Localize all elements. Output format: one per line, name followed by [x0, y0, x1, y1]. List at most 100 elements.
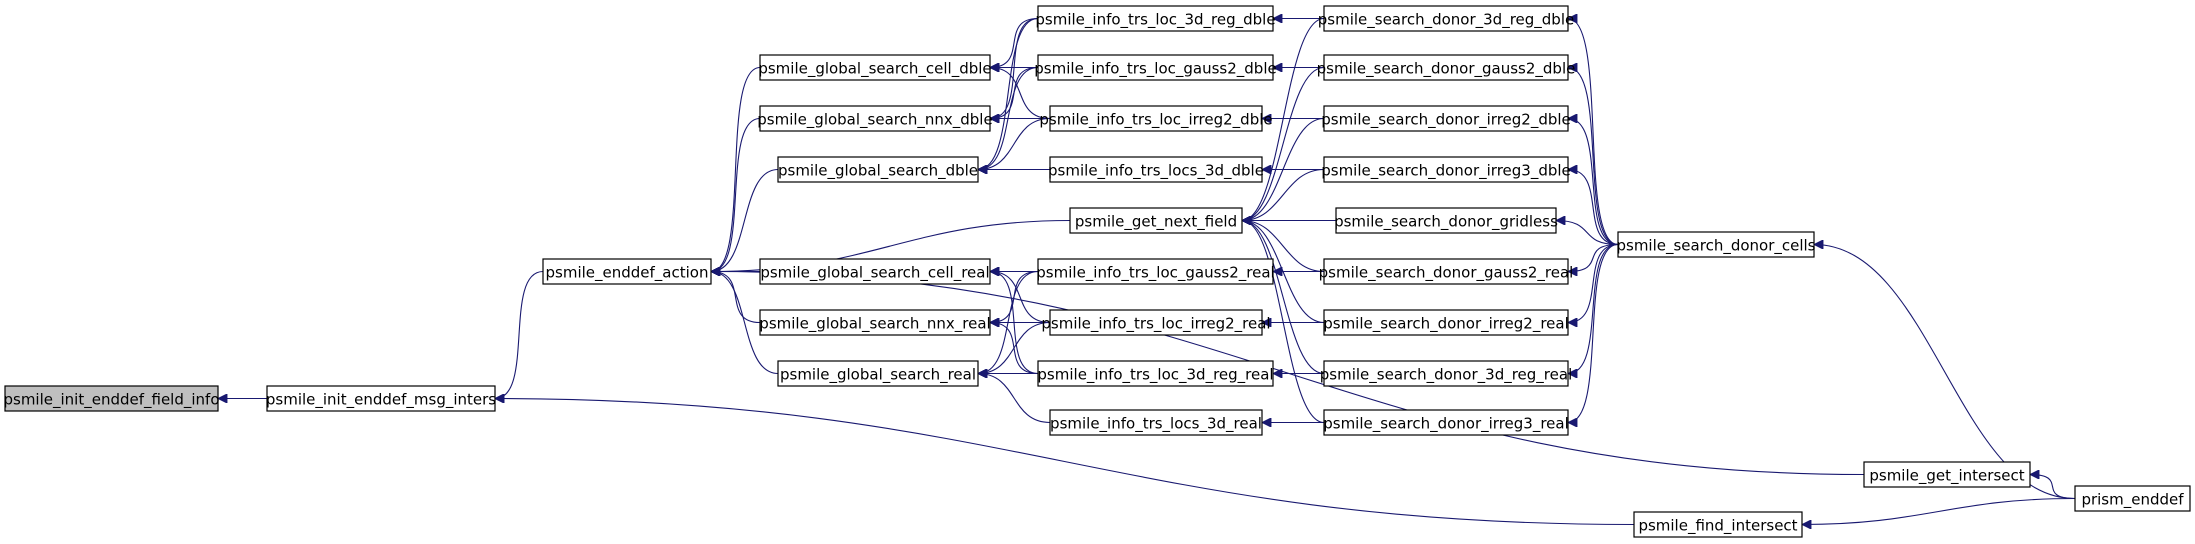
edge-psmile-info-trs-loc-3d-reg-dble-to-psmile-global-search-nnx-dble — [990, 17, 1039, 119]
node-box — [759, 258, 991, 285]
node-psmile-global-search-nnx-dble[interactable]: psmile_global_search_nnx_dble — [757, 105, 993, 132]
node-box — [1069, 207, 1243, 234]
node-label: psmile_search_donor_gauss2_real — [1319, 264, 1574, 283]
node-psmile-get-intersect[interactable]: psmile_get_intersect — [1863, 461, 2031, 488]
edge-psmile-search-donor-gauss2-dble-to-psmile-get-next-field — [1242, 66, 1325, 221]
node-psmile-search-donor-3d-reg-real[interactable]: psmile_search_donor_3d_reg_real — [1320, 360, 1572, 387]
node-psmile-info-trs-loc-irreg2-real[interactable]: psmile_info_trs_loc_irreg2_real — [1041, 309, 1271, 336]
node-box — [759, 54, 991, 81]
node-prism-enddef[interactable]: prism_enddef — [2074, 485, 2191, 512]
edge-psmile-search-donor-irreg3-real-to-psmile-get-next-field — [1242, 221, 1325, 424]
edge-psmile-search-donor-cells-to-psmile-search-donor-irreg3-real — [1568, 243, 1619, 423]
node-psmile-global-search-cell-real[interactable]: psmile_global_search_cell_real — [759, 258, 991, 285]
node-psmile-global-search-nnx-real[interactable]: psmile_global_search_nnx_real — [759, 309, 991, 336]
node-label: psmile_search_donor_irreg3_real — [1323, 415, 1569, 434]
node-label: psmile_global_search_cell_real — [760, 264, 989, 283]
node-label: psmile_global_search_nnx_dble — [757, 111, 992, 130]
edge-psmile-global-search-cell-dble-to-psmile-enddef-action — [711, 66, 761, 272]
node-psmile-init-enddef-msg-inters[interactable]: psmile_init_enddef_msg_inters — [266, 385, 496, 412]
node-psmile-info-trs-loc-gauss2-real[interactable]: psmile_info_trs_loc_gauss2_real — [1036, 258, 1275, 285]
node-label: psmile_info_trs_locs_3d_real — [1050, 415, 1262, 434]
node-box — [542, 258, 712, 285]
node-psmile-search-donor-gridless[interactable]: psmile_search_donor_gridless — [1334, 207, 1558, 234]
edge-psmile-search-donor-3d-reg-dble-to-psmile-get-next-field — [1242, 17, 1325, 221]
node-psmile-global-search-cell-dble[interactable]: psmile_global_search_cell_dble — [758, 54, 992, 81]
node-box — [2074, 485, 2191, 512]
node-psmile-global-search-real[interactable]: psmile_global_search_real — [777, 360, 979, 387]
node-label: psmile_global_search_nnx_real — [759, 315, 990, 334]
edge-psmile-search-donor-cells-to-psmile-search-donor-gauss2-real — [1568, 243, 1619, 272]
node-box — [1037, 360, 1274, 387]
node-psmile-search-donor-irreg3-dble[interactable]: psmile_search_donor_irreg3_dble — [1321, 156, 1571, 183]
node-psmile-search-donor-irreg2-real[interactable]: psmile_search_donor_irreg2_real — [1323, 309, 1569, 336]
node-label: psmile_search_donor_irreg3_dble — [1321, 162, 1571, 181]
node-psmile-search-donor-cells[interactable]: psmile_search_donor_cells — [1616, 231, 1816, 258]
edge-prism-enddef-to-psmile-find-intersect — [1802, 497, 2076, 525]
node-label: psmile_search_donor_3d_reg_dble — [1318, 11, 1574, 30]
node-label: psmile_search_donor_gridless — [1334, 213, 1558, 232]
edge-psmile-search-donor-cells-to-psmile-search-donor-irreg2-dble — [1568, 119, 1619, 246]
node-box — [777, 360, 979, 387]
node-box — [1323, 409, 1569, 436]
node-box — [1617, 231, 1815, 258]
node-label: psmile_info_trs_loc_gauss2_real — [1036, 264, 1274, 283]
node-box — [1049, 156, 1263, 183]
node-psmile-search-donor-irreg2-dble[interactable]: psmile_search_donor_irreg2_dble — [1321, 105, 1571, 132]
edge-psmile-search-donor-cells-to-psmile-search-donor-3d-reg-real — [1568, 243, 1619, 374]
node-psmile-info-trs-loc-irreg2-dble[interactable]: psmile_info_trs_loc_irreg2_dble — [1039, 105, 1273, 132]
node-psmile-info-trs-locs-3d-real[interactable]: psmile_info_trs_locs_3d_real — [1049, 409, 1263, 436]
edge-psmile-global-search-nnx-dble-to-psmile-enddef-action — [711, 117, 761, 272]
node-psmile-info-trs-loc-3d-reg-dble[interactable]: psmile_info_trs_loc_3d_reg_dble — [1035, 5, 1276, 32]
edge-psmile-info-trs-loc-irreg2-dble-to-psmile-global-search-dble — [978, 117, 1051, 170]
edge-psmile-info-trs-loc-3d-reg-dble-to-psmile-global-search-cell-dble — [990, 17, 1039, 68]
node-box — [1049, 409, 1263, 436]
edge-psmile-enddef-action-to-psmile-init-enddef-msg-inters — [495, 270, 544, 399]
edge-psmile-global-search-dble-to-psmile-enddef-action — [711, 168, 779, 272]
node-psmile-info-trs-loc-3d-reg-real[interactable]: psmile_info_trs_loc_3d_reg_real — [1037, 360, 1274, 387]
node-label: psmile_global_search_dble — [778, 162, 978, 181]
node-box — [1335, 207, 1557, 234]
edge-psmile-info-trs-loc-gauss2-dble-to-psmile-global-search-dble — [978, 66, 1039, 170]
node-box — [1037, 5, 1274, 32]
edge-psmile-info-trs-loc-irreg2-dble-to-psmile-global-search-cell-dble — [990, 68, 1051, 120]
node-box — [1323, 5, 1569, 32]
node-label: psmile_info_trs_loc_3d_reg_real — [1037, 366, 1273, 385]
node-layer: psmile_init_enddef_field_info psmile_init… — [3, 5, 2191, 538]
node-label: psmile_info_trs_loc_irreg2_dble — [1039, 111, 1272, 130]
edge-psmile-global-search-nnx-real-to-psmile-enddef-action — [711, 272, 761, 324]
edge-layer — [218, 17, 2076, 526]
node-psmile-search-donor-gauss2-dble[interactable]: psmile_search_donor_gauss2_dble — [1317, 54, 1576, 81]
node-label: psmile_global_search_cell_dble — [758, 60, 991, 79]
node-psmile-init-enddef-field-info: psmile_init_enddef_field_info — [3, 385, 220, 412]
node-psmile-find-intersect[interactable]: psmile_find_intersect — [1633, 511, 1803, 538]
node-psmile-search-donor-irreg3-real[interactable]: psmile_search_donor_irreg3_real — [1323, 409, 1569, 436]
edge-psmile-info-trs-loc-gauss2-real-to-psmile-global-search-real — [978, 270, 1039, 374]
node-box — [4, 385, 219, 412]
node-label: psmile_init_enddef_msg_inters — [266, 391, 496, 410]
node-box — [1633, 511, 1803, 538]
edge-psmile-search-donor-3d-reg-real-to-psmile-get-next-field — [1242, 221, 1325, 375]
edge-psmile-global-search-real-to-psmile-enddef-action — [711, 272, 779, 375]
node-label: psmile_info_trs_loc_gauss2_dble — [1034, 60, 1276, 79]
node-box — [266, 385, 496, 412]
node-box — [1323, 258, 1569, 285]
node-psmile-global-search-dble[interactable]: psmile_global_search_dble — [777, 156, 979, 183]
node-label: psmile_info_trs_locs_3d_dble — [1048, 162, 1264, 181]
node-psmile-enddef-action[interactable]: psmile_enddef_action — [542, 258, 712, 285]
node-label: psmile_info_trs_loc_irreg2_real — [1041, 315, 1270, 334]
edge-psmile-search-donor-irreg2-dble-to-psmile-get-next-field — [1242, 117, 1325, 221]
node-psmile-info-trs-loc-gauss2-dble[interactable]: psmile_info_trs_loc_gauss2_dble — [1034, 54, 1277, 81]
node-box — [1049, 105, 1263, 132]
node-psmile-get-next-field[interactable]: psmile_get_next_field — [1069, 207, 1243, 234]
node-box — [759, 105, 991, 132]
node-label: psmile_search_donor_3d_reg_real — [1320, 366, 1572, 385]
edge-psmile-find-intersect-to-psmile-init-enddef-msg-inters — [495, 399, 1635, 526]
node-label: psmile_init_enddef_field_info — [3, 391, 219, 410]
node-label: psmile_global_search_real — [780, 366, 976, 385]
node-psmile-search-donor-3d-reg-dble[interactable]: psmile_search_donor_3d_reg_dble — [1318, 5, 1574, 32]
node-label: prism_enddef — [2081, 491, 2184, 510]
edge-psmile-search-donor-cells-to-psmile-search-donor-3d-reg-dble — [1568, 19, 1619, 246]
node-psmile-info-trs-locs-3d-dble[interactable]: psmile_info_trs_locs_3d_dble — [1048, 156, 1264, 183]
node-psmile-search-donor-gauss2-real[interactable]: psmile_search_donor_gauss2_real — [1319, 258, 1574, 285]
